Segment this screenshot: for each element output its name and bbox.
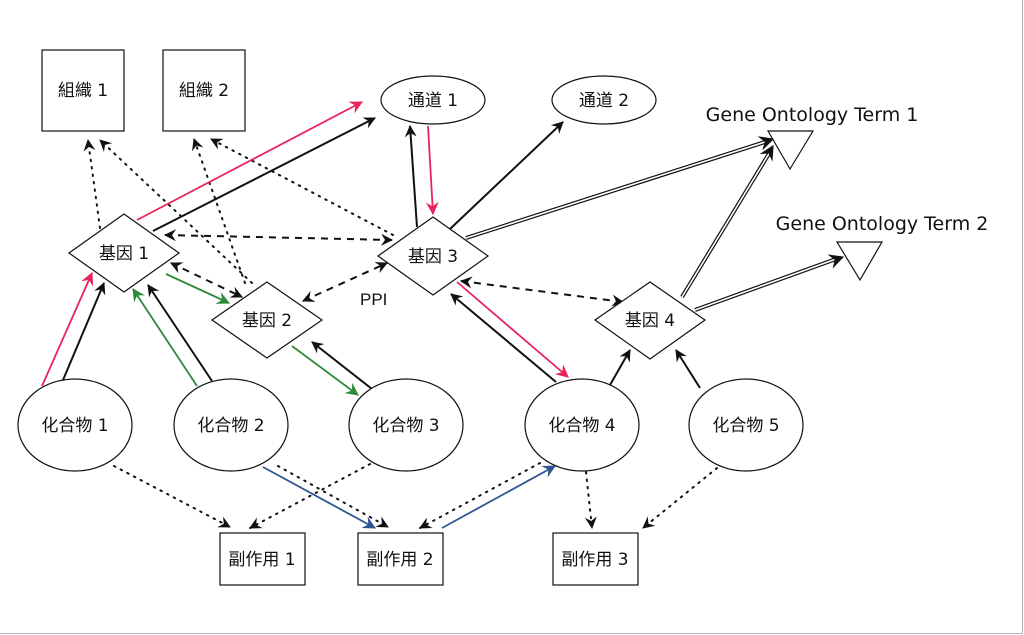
nodes-layer: 組織 1 組織 2 通道 1 通道 2 Gene Ontology Term 1… (17, 49, 989, 586)
node-sideeffect2[interactable]: 副作用 2 (357, 532, 444, 586)
node-compound4-label: 化合物 4 (548, 416, 615, 436)
node-gene2[interactable]: 基因 2 (210, 281, 324, 359)
edge-gene4-go2 (694, 254, 845, 312)
edges-layer (41, 101, 845, 529)
edge-gene3-pathway1-black (404, 125, 418, 228)
node-compound2-label: 化合物 2 (197, 416, 264, 436)
node-tissue2-label: 組織 2 (179, 81, 229, 101)
node-go1-label: Gene Ontology Term 1 (706, 104, 919, 126)
node-sideeffect3-label: 副作用 3 (561, 550, 628, 570)
edge-compound1-gene1-black (62, 282, 106, 381)
edge-compound3-sideeffect1 (249, 463, 371, 529)
node-go2[interactable]: Gene Ontology Term 2 (776, 213, 989, 282)
node-gene4[interactable]: 基因 4 (593, 281, 707, 360)
go-term-triangle-icon (766, 130, 815, 171)
node-compound2[interactable]: 化合物 2 (173, 378, 289, 472)
node-gene1-label: 基因 1 (99, 244, 149, 264)
edge-gene2-tissue1 (99, 139, 253, 284)
edge-gene1-gene3-ppi (164, 229, 393, 246)
edge-compound4-sideeffect2 (419, 462, 541, 529)
edge-compound5-gene4 (675, 349, 701, 389)
node-sideeffect1[interactable]: 副作用 1 (219, 532, 306, 586)
node-tissue1-label: 組織 1 (58, 81, 108, 101)
node-gene4-label: 基因 4 (625, 311, 675, 331)
edge-pathway1-gene3-red (425, 125, 439, 216)
node-pathway2-label: 通道 2 (579, 91, 629, 111)
go-term-triangle-icon (835, 241, 884, 282)
node-sideeffect1-label: 副作用 1 (228, 550, 295, 570)
node-sideeffect3[interactable]: 副作用 3 (552, 532, 639, 586)
edge-compound2-sideeffect2 (277, 465, 389, 528)
edge-compound2-gene1-black (147, 284, 213, 382)
node-compound4[interactable]: 化合物 4 (524, 378, 640, 472)
node-gene3-label: 基因 3 (408, 247, 458, 267)
edge-gene3-compound4-red (456, 281, 569, 378)
edge-compound3-gene2-black (311, 341, 373, 390)
node-pathway1-label: 通道 1 (408, 91, 458, 111)
ppi-label: PPI (360, 290, 387, 309)
edge-compound4-gene3-black (450, 293, 557, 383)
edge-compound2-gene1-green (132, 288, 198, 387)
node-compound5[interactable]: 化合物 5 (688, 378, 804, 472)
node-compound1[interactable]: 化合物 1 (17, 378, 133, 472)
edge-gene4-go1 (680, 144, 774, 299)
edge-sideeffect2-compound4-blue (441, 465, 556, 529)
node-gene3[interactable]: 基因 3 (376, 216, 490, 296)
edge-compound1-sideeffect1 (113, 465, 231, 528)
edge-gene2-compound3-green (291, 345, 359, 396)
edge-gene1-tissue1 (83, 139, 101, 229)
edge-compound4-sideeffect3 (584, 471, 597, 529)
edge-compound5-sideeffect3 (642, 467, 718, 529)
node-pathway1[interactable]: 通道 1 (380, 75, 486, 125)
edge-gene1-gene2-green (165, 273, 230, 304)
node-sideeffect2-label: 副作用 2 (366, 550, 433, 570)
edge-gene3-gene4-ppi (460, 276, 624, 307)
node-tissue2[interactable]: 組織 2 (162, 49, 246, 132)
node-gene2-label: 基因 2 (242, 311, 292, 331)
node-compound3-label: 化合物 3 (372, 416, 439, 436)
node-compound5-label: 化合物 5 (712, 416, 779, 436)
node-go2-label: Gene Ontology Term 2 (776, 213, 989, 235)
edge-compound1-gene1-red (41, 272, 94, 387)
node-go1[interactable]: Gene Ontology Term 1 (706, 104, 919, 171)
edge-gene1-gene2-ppi (170, 262, 243, 298)
node-tissue1[interactable]: 組織 1 (41, 49, 125, 132)
edge-gene1-pathway1-red (136, 101, 363, 221)
edge-gene3-pathway2 (449, 121, 564, 230)
node-compound1-label: 化合物 1 (41, 416, 108, 436)
edge-gene2-gene3-ppi (302, 262, 388, 302)
edge-compound2-sideeffect2-blue (262, 466, 376, 529)
edge-gene3-go1 (465, 136, 775, 240)
node-pathway2[interactable]: 通道 2 (551, 75, 657, 125)
node-gene1[interactable]: 基因 1 (67, 213, 181, 293)
edge-compound4-gene4 (609, 349, 631, 386)
edge-gene1-pathway1-black (152, 117, 376, 232)
edge-gene2-tissue2 (192, 138, 246, 284)
node-compound3[interactable]: 化合物 3 (348, 378, 464, 472)
